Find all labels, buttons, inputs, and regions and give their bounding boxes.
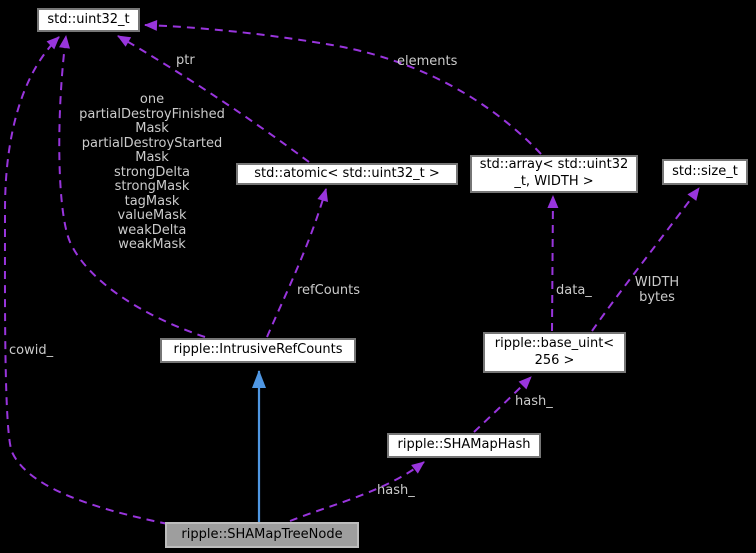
node-ripple-intrusiverefcounts-label: ripple::IntrusiveRefCounts	[173, 342, 343, 358]
edge-data	[547, 195, 559, 332]
edge-ptr	[117, 35, 310, 163]
edge-hash-lower	[289, 461, 425, 522]
edge-label-hash-upper: hash_	[515, 394, 553, 409]
edge-hash-upper	[473, 376, 532, 433]
node-ripple-base-uint-256-label: ripple::base_uint< 256 >	[494, 335, 615, 368]
edge-label-masks: one partialDestroyFinished Mask partialD…	[79, 92, 225, 252]
edge-masks	[58, 35, 206, 338]
edge-refcounts	[266, 188, 328, 338]
edge-cowid	[3, 36, 169, 525]
edge-label-ptr: ptr	[176, 53, 195, 68]
node-std-array-uint32-width-label: std::array< std::uint32 _t, WIDTH >	[479, 157, 629, 189]
node-ripple-base-uint-256[interactable]: ripple::base_uint< 256 >	[483, 332, 626, 373]
edge-label-hash-lower: hash_	[377, 483, 415, 498]
edge-label-width-bytes: WIDTH bytes	[634, 275, 680, 305]
node-std-size-t[interactable]: std::size_t	[662, 159, 748, 185]
node-std-size-t-label: std::size_t	[672, 163, 738, 179]
node-std-array-uint32-width[interactable]: std::array< std::uint32 _t, WIDTH >	[470, 155, 638, 193]
node-std-atomic-uint32-label: std::atomic< std::uint32_t >	[254, 165, 440, 181]
edge-width-bytes	[591, 187, 700, 332]
node-std-atomic-uint32[interactable]: std::atomic< std::uint32_t >	[236, 163, 458, 185]
node-ripple-shamaphash[interactable]: ripple::SHAMapHash	[387, 433, 541, 458]
node-std-uint32-t[interactable]: std::uint32_t	[37, 8, 140, 32]
node-ripple-shamaptreenode-label: ripple::SHAMapTreeNode	[181, 526, 343, 542]
node-std-uint32-t-label: std::uint32_t	[47, 11, 130, 27]
edge-label-elements: elements	[397, 54, 458, 69]
edge-elements	[144, 19, 542, 155]
node-ripple-intrusiverefcounts[interactable]: ripple::IntrusiveRefCounts	[160, 338, 356, 363]
edge-label-refcounts: refCounts	[297, 283, 361, 298]
edge-label-data: data_	[556, 283, 592, 298]
node-ripple-shamaphash-label: ripple::SHAMapHash	[397, 437, 531, 453]
node-ripple-shamaptreenode[interactable]: ripple::SHAMapTreeNode	[165, 522, 359, 548]
edge-label-cowid: cowid_	[9, 343, 54, 358]
